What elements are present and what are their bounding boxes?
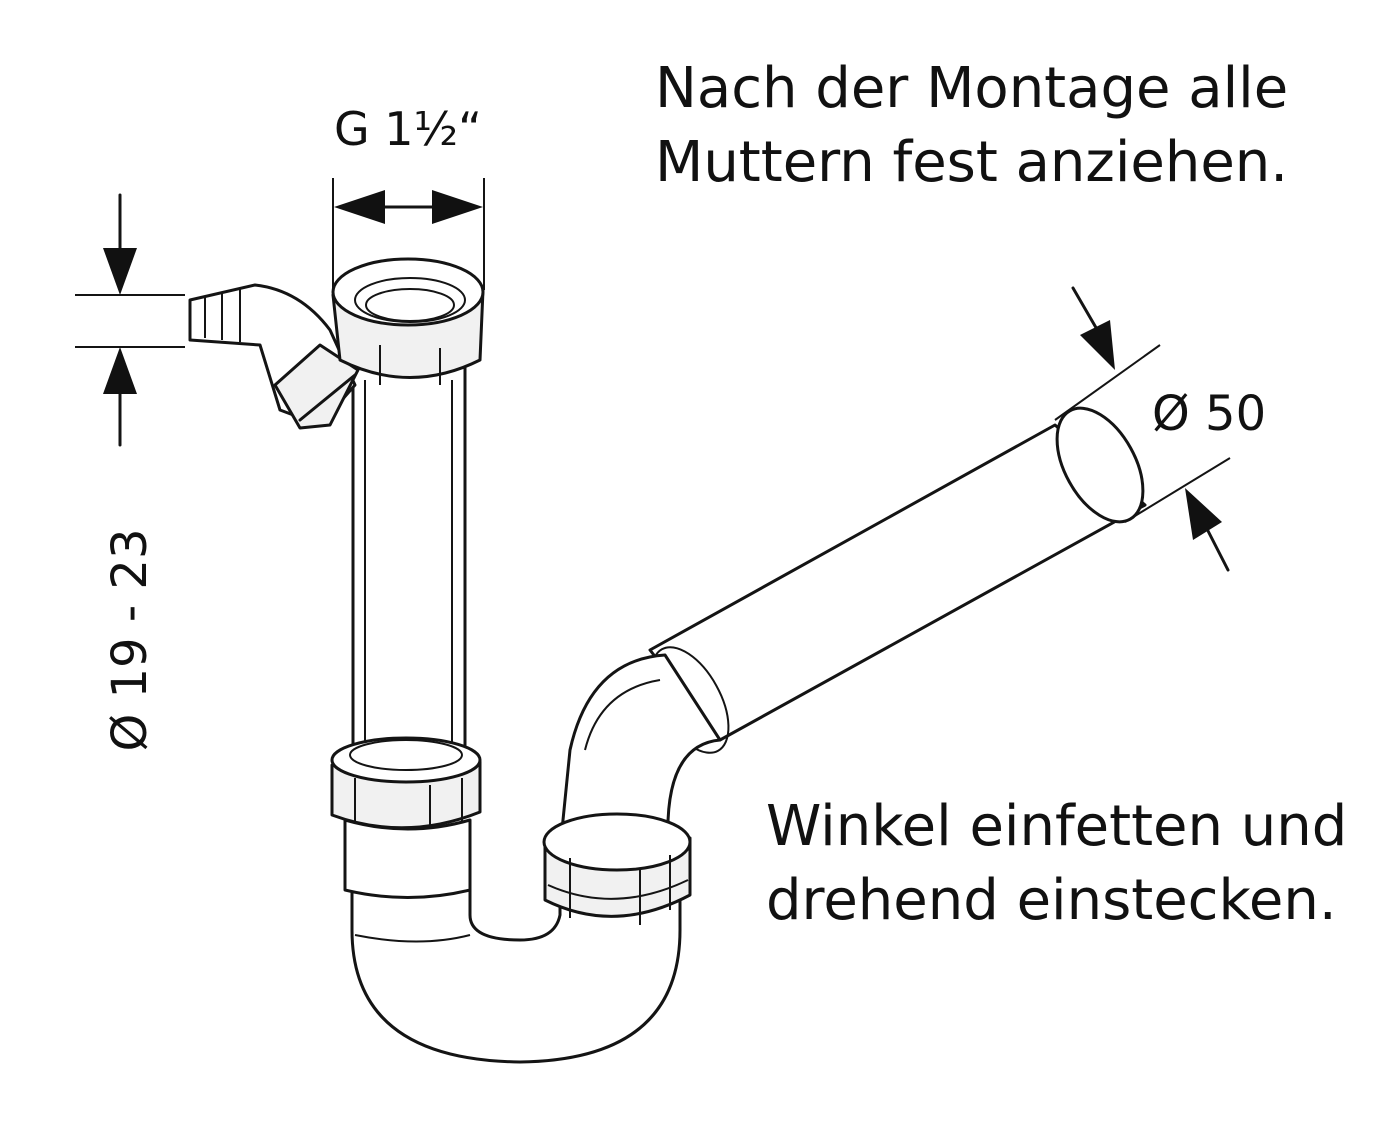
assembly-note: Nach der Montage alle Muttern fest anzie…	[655, 52, 1288, 200]
outlet-diameter-label: Ø 50	[1152, 386, 1266, 442]
left-union-nut	[330, 736, 482, 899]
right-union-nut	[542, 812, 692, 925]
elbow-note-line-2: drehend einstecken.	[766, 868, 1337, 933]
hose-connector	[188, 283, 360, 430]
elbow-note: Winkel einfetten und drehend einstecken.	[766, 790, 1347, 938]
hose-diameter-label: Ø 19 - 23	[102, 528, 158, 751]
outlet-diameter-dimension: Ø 50	[1054, 286, 1266, 572]
vertical-tube	[351, 358, 467, 792]
outlet-pipe	[648, 406, 1147, 754]
thread-label: G 1½“	[334, 102, 482, 156]
elbow-note-line-1: Winkel einfetten und	[766, 794, 1348, 859]
elbow	[558, 653, 722, 852]
top-nut	[331, 257, 485, 385]
u-trap-bend	[350, 878, 682, 1064]
assembly-note-line-1: Nach der Montage alle	[655, 56, 1289, 121]
assembly-note-line-2: Muttern fest anziehen.	[655, 130, 1289, 195]
hose-diameter-dimension: Ø 19 - 23	[75, 193, 185, 752]
thread-dimension: G 1½“	[332, 102, 485, 290]
